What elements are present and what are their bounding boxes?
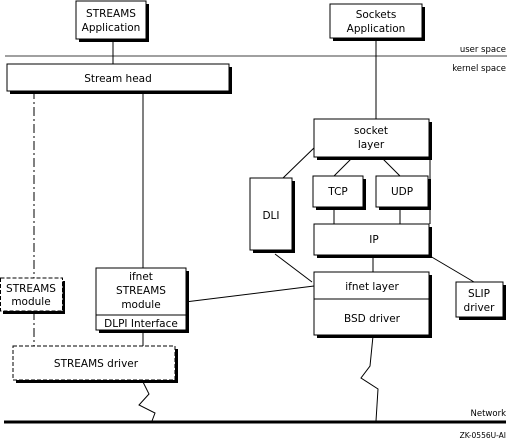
ip-box: IP — [313, 223, 432, 258]
streams-module-label-line1: STREAMS — [6, 283, 56, 295]
figure-id-label: ZK-0556U-AI — [460, 431, 506, 440]
connector-ifnet-streams-to-ifnet-layer — [184, 285, 315, 303]
ifnet-streams-module-label-line1: ifnet — [129, 271, 153, 283]
ip-label: IP — [369, 234, 378, 246]
dli-box: DLI — [249, 177, 295, 253]
streams-driver-label: STREAMS driver — [54, 358, 139, 370]
streams-driver-box: STREAMS driver — [12, 345, 178, 383]
connector-socket-layer-to-udp — [382, 158, 401, 177]
stream-head-box: Stream head — [6, 63, 232, 94]
dli-label: DLI — [262, 210, 279, 222]
udp-label: UDP — [391, 186, 413, 198]
bsd-driver-label: BSD driver — [344, 313, 401, 325]
sockets-application-box: Sockets Application — [329, 3, 425, 41]
network-label: Network — [471, 409, 507, 419]
connector-dli-to-ifnet-layer — [274, 253, 313, 283]
dlpi-interface-label: DLPI Interface — [104, 318, 178, 330]
streams-application-label-line1: STREAMS — [86, 8, 136, 20]
ifnet-streams-module-box: ifnet STREAMS module DLPI Interface — [95, 267, 189, 333]
user-space-label: user space — [460, 45, 506, 55]
streams-application-box: STREAMS Application — [75, 0, 149, 42]
slip-driver-label-line2: driver — [464, 302, 496, 314]
socket-layer-label-line1: socket — [354, 125, 388, 137]
streams-module-label-line2: module — [11, 296, 50, 308]
stream-head-label: Stream head — [84, 73, 152, 85]
slip-driver-box: SLIP driver — [455, 281, 506, 320]
connectors — [33, 41, 475, 422]
udp-box: UDP — [375, 175, 431, 210]
streams-module-box: STREAMS module — [0, 277, 65, 314]
sockets-application-label-line2: Application — [347, 23, 406, 35]
socket-layer-label-line2: layer — [358, 139, 385, 151]
kernel-space-label: kernel space — [452, 64, 506, 74]
connector-socket-layer-to-dli — [282, 145, 317, 179]
ifnet-layer-label: ifnet layer — [345, 281, 399, 293]
ifnet-streams-module-label-line3: module — [121, 299, 160, 311]
slip-driver-label-line1: SLIP — [468, 288, 490, 300]
sockets-application-label-line1: Sockets — [356, 9, 397, 21]
lightning-bsd-to-network — [360, 335, 379, 422]
ifnet-layer-bsd-driver-box: ifnet layer BSD driver — [313, 271, 432, 338]
ifnet-streams-module-label-line2: STREAMS — [116, 285, 166, 297]
lightning-streams-driver-to-network — [138, 381, 156, 422]
streams-application-label-line2: Application — [82, 22, 141, 34]
connector-ip-to-slip-driver — [429, 255, 475, 283]
connector-socket-layer-to-tcp — [333, 158, 352, 177]
socket-layer-box: socket layer — [313, 118, 432, 160]
tcp-label: TCP — [327, 186, 347, 198]
tcp-box: TCP — [312, 175, 366, 210]
